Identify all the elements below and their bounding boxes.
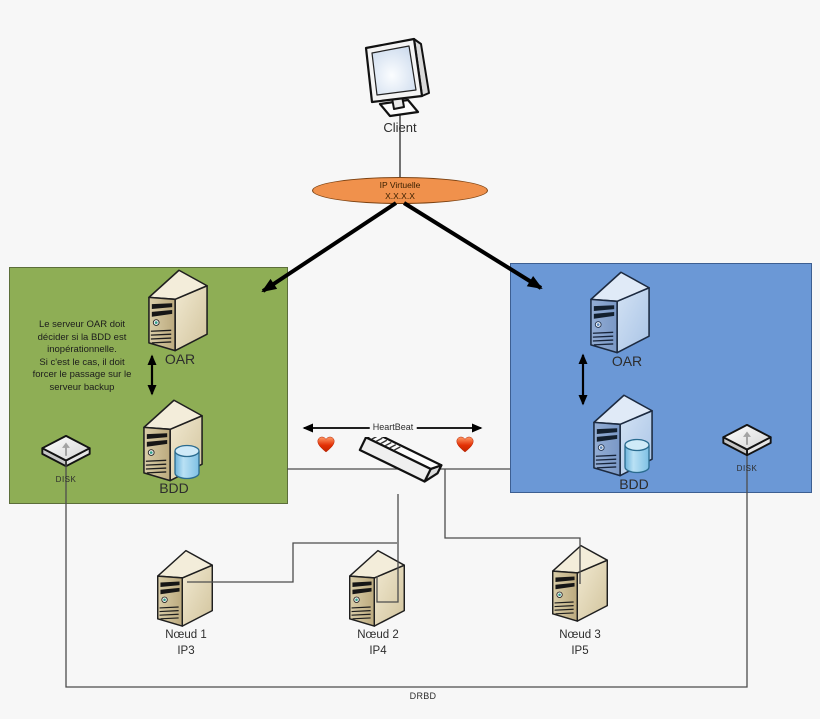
node2-server-icon [346, 547, 408, 627]
backup-disk-icon [721, 423, 773, 459]
primary-bdd-label: BDD [159, 480, 189, 496]
primary-oar-server-icon [147, 266, 209, 352]
backup-disk-label: DISK [736, 464, 758, 473]
virtual-ip-title: IP Virtuelle [379, 180, 421, 190]
heart-icon [456, 436, 474, 453]
drbd-label: DRBD [409, 691, 437, 701]
node3-ip: IP5 [571, 645, 589, 657]
primary-disk-icon [40, 434, 92, 470]
client-monitor-icon [358, 36, 436, 122]
client-label: Client [383, 120, 417, 135]
heart-icon [317, 436, 335, 453]
node2-ip: IP4 [369, 645, 387, 657]
node3-name: Nœud 3 [559, 629, 601, 641]
network-switch-icon [352, 437, 444, 499]
backup-oar-server-icon [589, 268, 651, 354]
node3-server-icon [549, 542, 611, 622]
backup-oar-label: OAR [611, 353, 643, 369]
backup-cluster-box [510, 263, 812, 493]
primary-disk-label: DISK [55, 475, 77, 484]
backup-bdd-label: BDD [619, 476, 649, 492]
node3-label: Nœud 3 IP5 [559, 627, 601, 659]
heartbeat-label: HeartBeat [369, 422, 417, 432]
node1-ip: IP3 [177, 645, 195, 657]
node1-name: Nœud 1 [165, 629, 207, 641]
node2-name: Nœud 2 [357, 629, 399, 641]
virtual-ip-address: X.X.X.X [385, 190, 415, 201]
virtual-ip-ellipse: IP Virtuelle X.X.X.X [312, 177, 488, 204]
backup-database-cylinder-icon [623, 438, 651, 474]
node1-server-icon [154, 547, 216, 627]
primary-oar-label: OAR [164, 351, 196, 367]
node1-label: Nœud 1 IP3 [165, 627, 207, 659]
primary-database-cylinder-icon [173, 444, 201, 480]
node2-label: Nœud 2 IP4 [357, 627, 399, 659]
primary-note-text: Le serveur OAR doit décider si la BDD es… [32, 319, 132, 393]
